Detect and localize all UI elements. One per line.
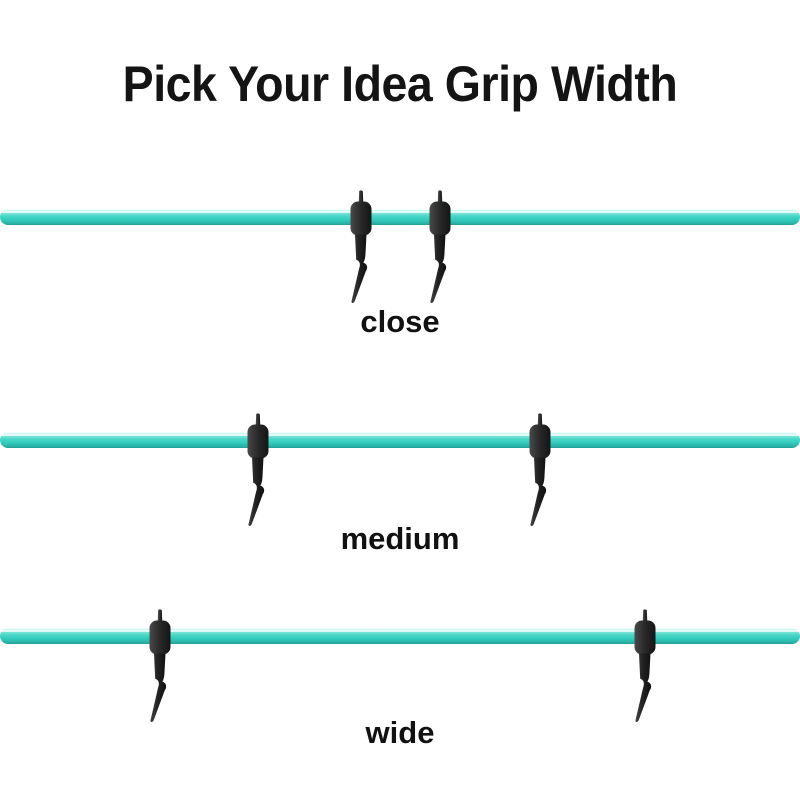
hand-grip-icon (634, 609, 656, 723)
grip-marker-close-right[interactable] (423, 189, 457, 305)
row-label-medium: medium (340, 521, 460, 556)
barbell-bar-medium (0, 432, 800, 448)
row-label-wide: wide (365, 715, 435, 750)
hand-grip-icon (350, 190, 372, 304)
grip-marker-wide-right[interactable] (628, 608, 662, 724)
grip-marker-medium-left[interactable] (241, 412, 275, 528)
hand-grip-icon (149, 609, 171, 723)
grip-marker-close-left[interactable] (344, 189, 378, 305)
row-label-close: close (360, 304, 440, 339)
page-title: Pick Your Idea Grip Width (122, 56, 678, 112)
hand-grip-icon (529, 413, 551, 527)
grip-marker-wide-left[interactable] (143, 608, 177, 724)
grip-marker-medium-right[interactable] (523, 412, 557, 528)
barbell-bar-close (0, 209, 800, 225)
barbell-bar-wide (0, 628, 800, 644)
hand-grip-icon (247, 413, 269, 527)
hand-grip-icon (429, 190, 451, 304)
